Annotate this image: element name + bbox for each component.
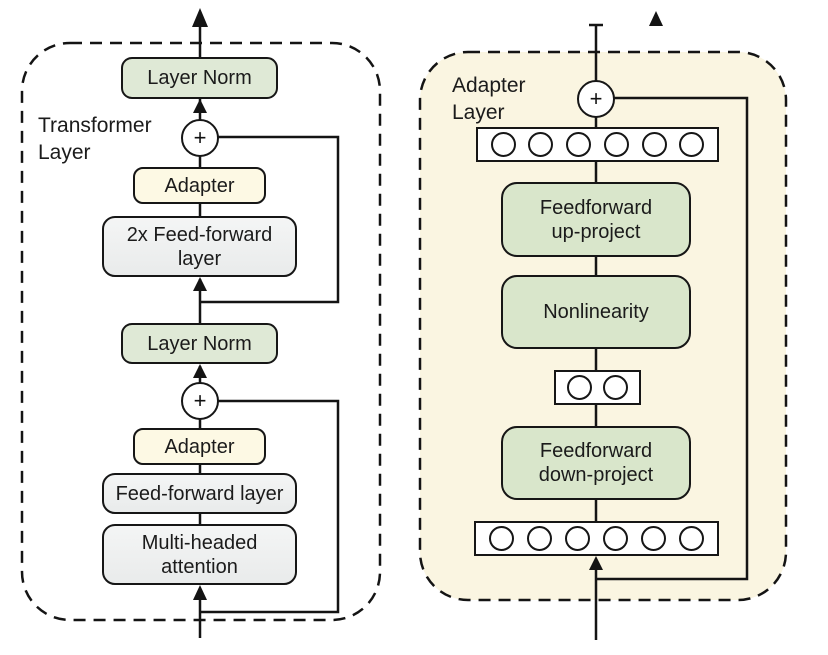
- feature-circle: [490, 132, 516, 157]
- feature-circle: [567, 375, 592, 400]
- feedforward-up-line2: up-project: [551, 220, 641, 243]
- arrowhead-into-ff2x: [193, 277, 207, 291]
- feature-circle: [603, 132, 629, 157]
- transformer-layer-label-line1: Transformer: [38, 114, 152, 137]
- left-skip-connection-bottom: [200, 399, 340, 614]
- right-skip-connection: [596, 96, 749, 581]
- add-node-adapter: +: [577, 80, 615, 118]
- transformer-layer-label-line2: Layer: [38, 141, 91, 164]
- feedforward-up-line1: Feedforward: [539, 196, 653, 219]
- multi-headed-attention-line2: attention: [161, 555, 238, 578]
- layer-norm-bottom-label: Layer Norm: [147, 332, 252, 355]
- add-node-bottom-left: +: [181, 382, 219, 420]
- feature-circle: [603, 526, 628, 551]
- adapter-bottom-box: Adapter: [133, 428, 266, 465]
- adapter-layer-label-line1: Adapter: [452, 74, 526, 97]
- transformer-layer-label: Transformer Layer: [38, 112, 152, 166]
- arrowhead-into-bottomrow: [589, 556, 603, 570]
- feature-circle: [679, 526, 704, 551]
- feature-circle: [565, 526, 590, 551]
- layer-norm-bottom-box: Layer Norm: [121, 323, 278, 364]
- left-skip-connection-top: [200, 135, 340, 304]
- add-node-top-left: +: [181, 119, 219, 157]
- feedforward-down-line1: Feedforward: [539, 440, 653, 462]
- arrowhead-into-layernorm2: [193, 364, 207, 378]
- feature-circle: [641, 526, 666, 551]
- feed-forward-2x-box: 2x Feed-forward layer: [102, 216, 297, 277]
- arrowhead-into-layernorm1: [193, 99, 207, 113]
- top-feature-row: [476, 127, 719, 162]
- plus-icon: +: [589, 86, 603, 111]
- adapter-top-label: Adapter: [164, 174, 235, 197]
- arrowhead-into-mha: [193, 585, 207, 600]
- left-output-arrowhead: [192, 8, 208, 27]
- adapter-bottom-label: Adapter: [164, 435, 235, 458]
- multi-headed-attention-line1: Multi-headed: [141, 531, 258, 554]
- detached-arrowhead: [649, 11, 663, 26]
- feed-forward-layer-box: Feed-forward layer: [102, 473, 297, 514]
- nonlinearity-label: Nonlinearity: [543, 301, 649, 323]
- adapter-layer-label-line2: Layer: [452, 101, 505, 124]
- bottleneck-feature-row: [554, 370, 641, 405]
- feature-circle: [679, 132, 705, 157]
- feature-circle: [603, 375, 628, 400]
- feedforward-down-line2: down-project: [538, 464, 654, 486]
- multi-headed-attention-box: Multi-headed attention: [102, 524, 297, 585]
- nonlinearity-box: Nonlinearity: [501, 275, 691, 349]
- layer-norm-top-label: Layer Norm: [147, 67, 252, 89]
- feed-forward-2x-line1: 2x Feed-forward: [126, 223, 273, 246]
- plus-icon: +: [193, 388, 207, 413]
- bottom-feature-row: [474, 521, 719, 556]
- adapter-layer-label: Adapter Layer: [452, 72, 526, 126]
- feed-forward-layer-label: Feed-forward layer: [115, 482, 284, 505]
- layer-norm-top-box: Layer Norm: [121, 57, 278, 99]
- feature-circle: [528, 132, 554, 157]
- feed-forward-2x-line2: layer: [177, 247, 222, 270]
- adapter-top-box: Adapter: [133, 167, 266, 204]
- feature-circle: [527, 526, 552, 551]
- feature-circle: [641, 132, 667, 157]
- feedforward-up-project-box: Feedforward up-project: [501, 182, 691, 257]
- feedforward-down-project-box: Feedforward down-project: [501, 426, 691, 500]
- feature-circle: [566, 132, 592, 157]
- feature-circle: [489, 526, 514, 551]
- plus-icon: +: [193, 125, 207, 150]
